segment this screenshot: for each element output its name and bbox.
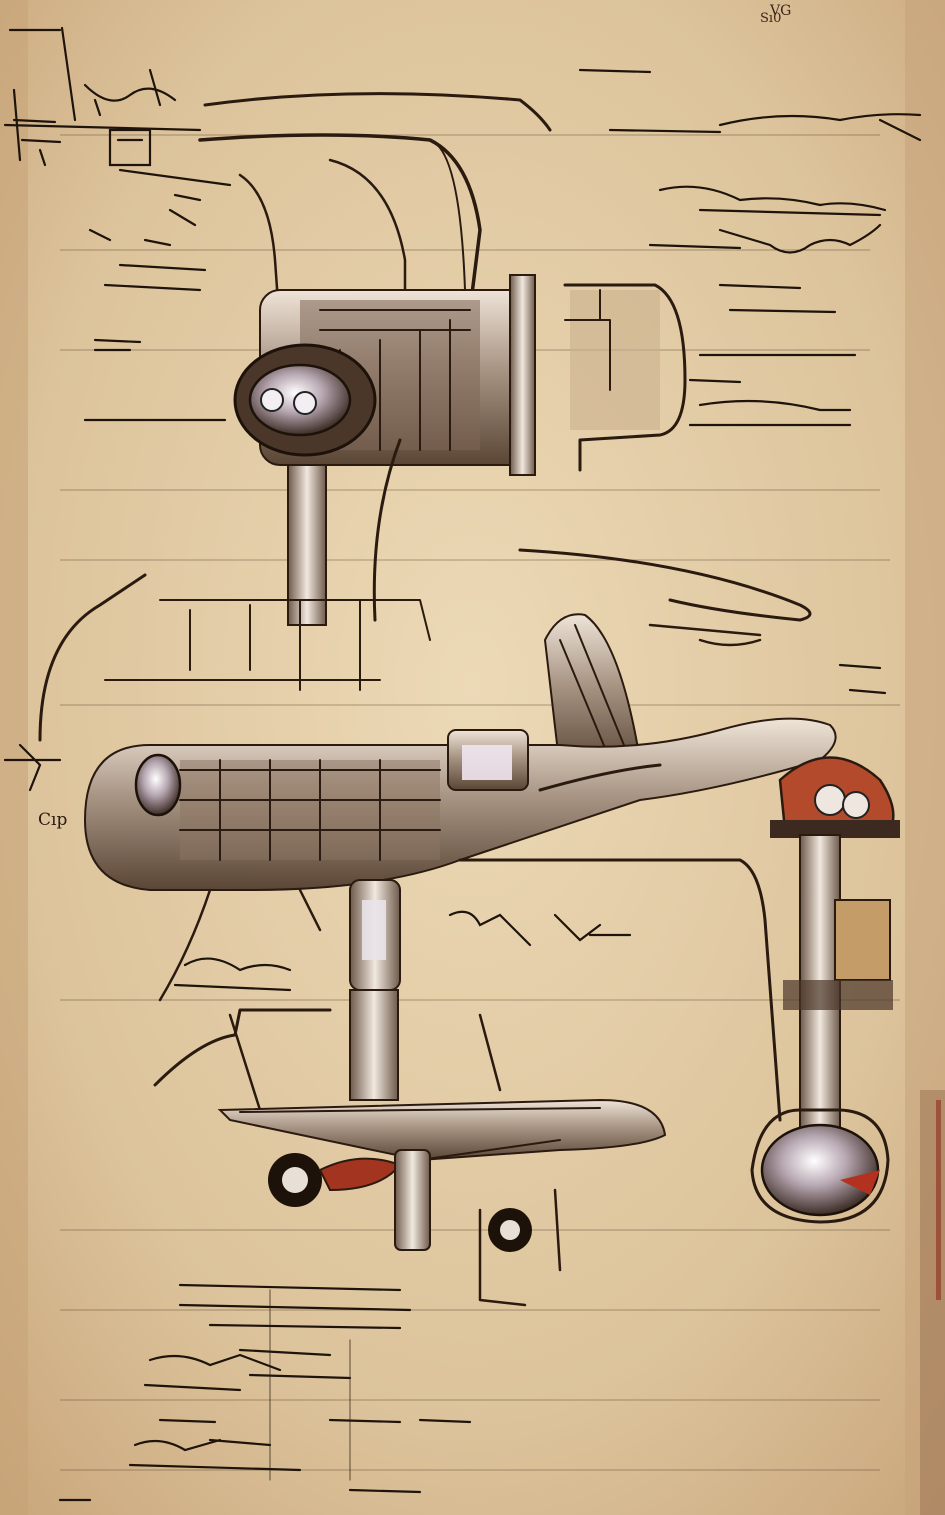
top-right-notes: VG Sı0 (578, 3, 922, 427)
upper-cockpit-assembly (198, 92, 687, 626)
top-left-notes (3, 26, 232, 422)
fuselage-assembly (38, 548, 837, 1122)
middle-notes: Cıp (3, 663, 887, 992)
annotation-top-right-b: Sı0 (760, 11, 781, 26)
vertical-pod-assembly (750, 756, 900, 1224)
annotation-left-margin: Cıp (38, 810, 67, 830)
bottom-notes (58, 1283, 472, 1502)
lower-gear-assembly (153, 989, 667, 1307)
annotation-top-right-a: VG (769, 3, 791, 19)
ruled-lines (60, 134, 900, 1471)
